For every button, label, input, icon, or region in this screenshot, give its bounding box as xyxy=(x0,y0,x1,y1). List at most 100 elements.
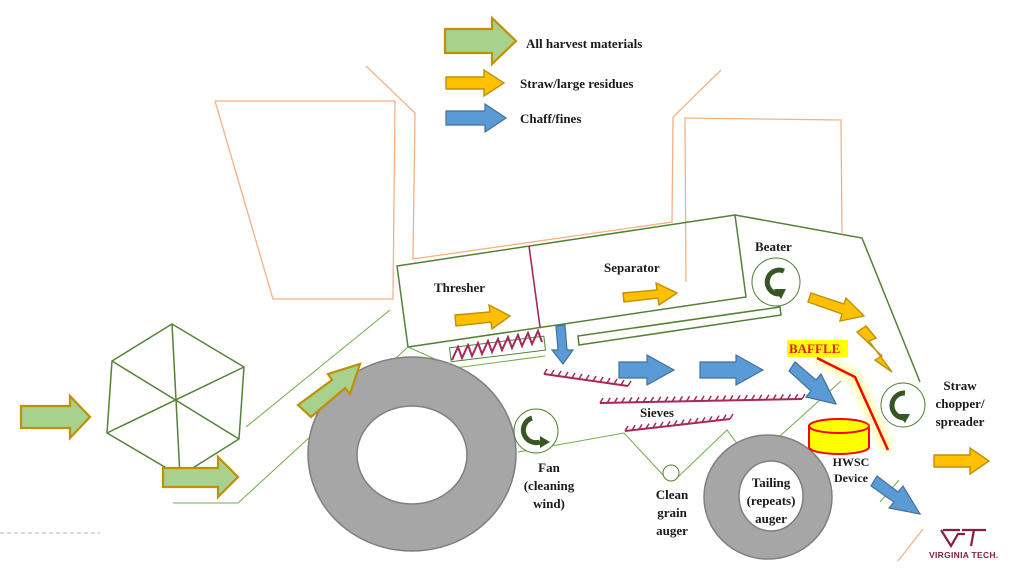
cab-outline xyxy=(214,65,843,300)
sieve-tick xyxy=(659,421,664,428)
sieve-tick xyxy=(678,396,684,402)
sieve-tick xyxy=(666,420,671,427)
sieve-tick xyxy=(673,420,678,426)
sieve-tick xyxy=(714,395,720,402)
legend-label-chaff: Chaff/fines xyxy=(520,111,581,126)
clean-grain-label-line: auger xyxy=(656,523,688,538)
straw-chopper-label-line: spreader xyxy=(936,414,985,429)
legend: All harvest materials Straw/large residu… xyxy=(443,15,642,134)
intake-arrow xyxy=(19,393,92,441)
straw-walker xyxy=(577,306,782,346)
sieve-tick xyxy=(635,396,640,403)
green-arrow-icon xyxy=(443,15,518,67)
lower-sieve xyxy=(624,418,731,432)
fan-label-line: (cleaning xyxy=(524,478,575,493)
tailing-label-line: (repeats) xyxy=(747,493,796,508)
sieve-tick xyxy=(550,369,555,376)
header-reel xyxy=(106,323,245,477)
sieve-tick xyxy=(801,393,806,400)
hwsc-device xyxy=(808,418,870,455)
sieve-tick xyxy=(786,393,792,400)
sieve-tick xyxy=(564,371,569,378)
sieve-tick xyxy=(685,395,691,402)
sieve-tick xyxy=(557,370,562,377)
blue-arrow-icon xyxy=(445,102,508,134)
beater-straw-arrow xyxy=(807,292,866,322)
separator-label: Separator xyxy=(604,260,660,275)
sieve-tick xyxy=(606,397,611,404)
baffle-label: BAFFLE xyxy=(789,341,840,356)
sieve-tick xyxy=(613,397,619,404)
hwsc-device-label: HWSC Device xyxy=(833,455,870,485)
orange-arrow-icon xyxy=(445,68,506,98)
sieve-tick xyxy=(578,373,583,380)
sieve-tick xyxy=(708,416,713,422)
sieve-tick xyxy=(592,375,597,382)
legend-label-straw: Straw/large residues xyxy=(520,76,634,91)
tailing-label-line: auger xyxy=(755,511,787,526)
sieve-tick xyxy=(638,424,643,430)
chaff-down-arrow xyxy=(550,324,575,366)
sieve-tick xyxy=(571,372,576,379)
sieve-tick xyxy=(628,397,633,403)
thresher-separator-divider xyxy=(528,245,541,328)
decorative-slash xyxy=(897,528,924,562)
sieve-tick xyxy=(722,414,727,421)
baffle-label-bg xyxy=(787,340,848,357)
concave xyxy=(448,328,547,363)
sieve-tick xyxy=(620,379,625,386)
sieve-tick xyxy=(736,394,741,401)
virginia-tech-logo: VIRGINIA TECH. xyxy=(929,528,998,560)
sieve-tick xyxy=(687,418,692,425)
sieve-tick xyxy=(772,394,777,400)
sieve-tick xyxy=(613,378,618,385)
sieve-tick xyxy=(645,423,650,429)
chaff-arrow-3 xyxy=(788,361,838,405)
sieve-tick xyxy=(631,424,636,431)
elevator-arrow xyxy=(296,362,362,419)
sieve-tick xyxy=(642,396,647,403)
chaff-exit-arrow xyxy=(870,475,922,515)
fan-label-line: wind) xyxy=(533,496,565,511)
sieve-tick xyxy=(721,395,727,401)
sieve-tick xyxy=(649,396,655,403)
straw-chopper-label: Straw chopper/ spreader xyxy=(935,378,985,429)
sieve-tick xyxy=(664,396,669,403)
fan-rotor xyxy=(513,408,559,454)
clean-grain-auger-label: Clean grain auger xyxy=(656,487,689,538)
beater-label: Beater xyxy=(755,239,792,254)
sieve-tick xyxy=(701,416,706,423)
sieve-tick xyxy=(743,394,748,401)
sieve-tick xyxy=(657,396,662,403)
sieve-tick xyxy=(599,376,604,383)
clean-grain-auger-shaft xyxy=(662,464,680,482)
sieve-tick xyxy=(624,425,629,432)
chaff-arrow-1 xyxy=(618,353,676,387)
separator-straw-arrow xyxy=(622,281,679,307)
tailing-label-line: Tailing xyxy=(752,475,791,490)
sieve-tick xyxy=(694,417,699,424)
sieves-label: Sieves xyxy=(640,405,674,420)
sieve-tick xyxy=(671,396,676,402)
front-tire xyxy=(307,356,517,552)
sieve-tick xyxy=(652,422,657,429)
straw-chopper-label-line: Straw xyxy=(943,378,977,393)
hwsc-label-line: Device xyxy=(834,471,869,485)
straw-chopper-rotor xyxy=(880,382,926,428)
exit-straw-arrow xyxy=(933,446,991,476)
clean-grain-label-line: grain xyxy=(657,505,687,520)
feeder-arrow xyxy=(161,454,240,500)
clean-grain-label-line: Clean xyxy=(656,487,689,502)
hwsc-label-line: HWSC xyxy=(833,455,870,469)
sieves: Sieves xyxy=(543,368,806,432)
fan-label-line: Fan xyxy=(538,460,560,475)
beater-rotor xyxy=(751,257,801,307)
sieve-tick xyxy=(585,374,590,381)
sieve-tick xyxy=(758,394,763,401)
fan-label: Fan (cleaning wind) xyxy=(524,460,575,511)
chaff-arrow-2 xyxy=(699,353,765,387)
sieve-tick xyxy=(729,413,734,420)
baffle: BAFFLE xyxy=(787,340,893,453)
